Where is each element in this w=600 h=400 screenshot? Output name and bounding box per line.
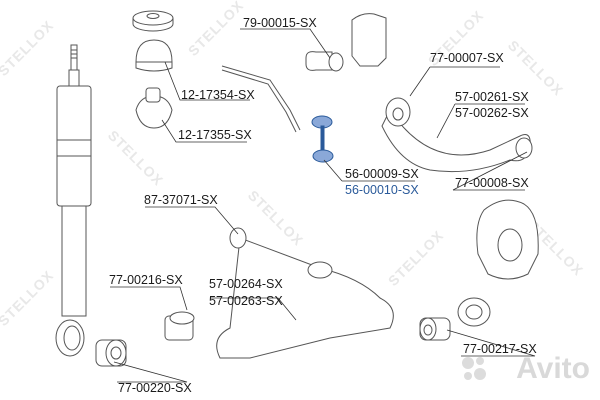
bracket-icon: [351, 13, 387, 67]
bump-stop-lower-icon: [135, 87, 173, 129]
steering-knuckle-icon: [457, 199, 539, 327]
bump-stop-upper-icon: [135, 39, 173, 72]
part-label-77-00217-SX: 77-00217-SX: [463, 342, 537, 356]
part-label-56-00010-SX: 56-00010-SX: [345, 183, 419, 197]
part-label-57-00261-SX: 57-00261-SX: [455, 90, 529, 104]
upper-control-arm-icon: [381, 97, 533, 173]
part-label-57-00262-SX: 57-00262-SX: [455, 106, 529, 120]
part-label-57-00264-SX: 57-00264-SX: [209, 277, 283, 291]
avito-logo-icon: [462, 357, 486, 380]
bushing-77-00220-icon: [95, 339, 127, 367]
part-label-87-37071-SX: 87-37071-SX: [144, 193, 218, 207]
washer-icon: [132, 10, 174, 32]
part-label-77-00007-SX: 77-00007-SX: [430, 51, 504, 65]
avito-watermark: Avito: [516, 352, 590, 385]
part-label-79-00015-SX: 79-00015-SX: [243, 16, 317, 30]
stabilizer-link-icon: [311, 115, 334, 163]
part-label-77-00216-SX: 77-00216-SX: [109, 273, 183, 287]
part-label-77-00220-SX: 77-00220-SX: [118, 381, 192, 395]
bushing-77-00217-icon: [419, 317, 451, 341]
part-label-56-00009-SX: 56-00009-SX: [345, 167, 419, 181]
part-label-77-00008-SX: 77-00008-SX: [455, 176, 529, 190]
part-label-57-00263-SX: 57-00263-SX: [209, 294, 283, 308]
lower-control-arm-icon: [164, 227, 394, 359]
part-label-12-17355-SX: 12-17355-SX: [178, 128, 252, 142]
part-label-12-17354-SX: 12-17354-SX: [181, 88, 255, 102]
stabilizer-bushing-icon: [305, 51, 344, 72]
stabilizer-bar-icon: [221, 65, 301, 131]
shock-absorber-icon: [55, 44, 92, 357]
